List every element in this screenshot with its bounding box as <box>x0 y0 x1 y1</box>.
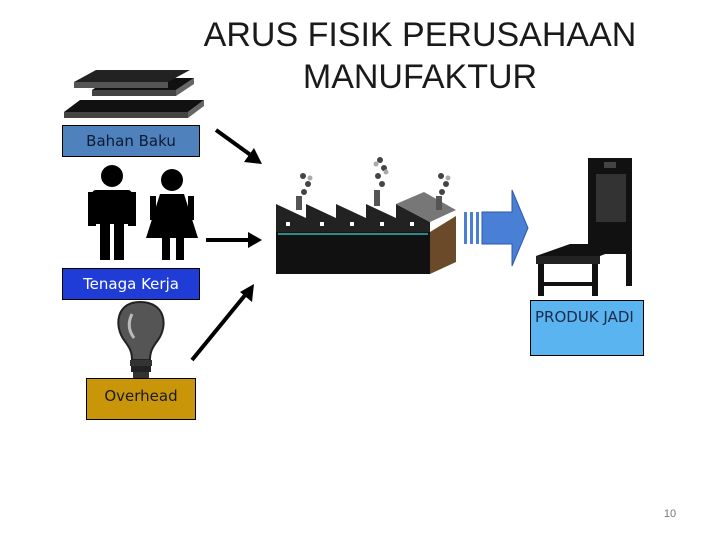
bahan-baku-label: Bahan Baku <box>62 125 200 157</box>
page-title: ARUS FISIK PERUSAHAAN MANUFAKTUR <box>160 14 680 98</box>
title-line-1: ARUS FISIK PERUSAHAAN <box>203 16 637 54</box>
stacked-sheets-icon <box>64 70 204 118</box>
output-arrow <box>464 189 529 267</box>
chair-icon <box>536 158 632 296</box>
light-bulb-icon <box>117 300 165 378</box>
tenaga-kerja-label: Tenaga Kerja <box>62 268 200 300</box>
page-number: 10 <box>663 508 677 520</box>
factory-icon <box>276 157 456 274</box>
produk-jadi-label: PRODUK JADI <box>530 300 644 356</box>
people-icon <box>88 165 198 260</box>
input-arrows <box>190 128 262 362</box>
title-line-2: MANUFAKTUR <box>302 58 538 96</box>
overhead-label: Overhead <box>86 378 196 420</box>
